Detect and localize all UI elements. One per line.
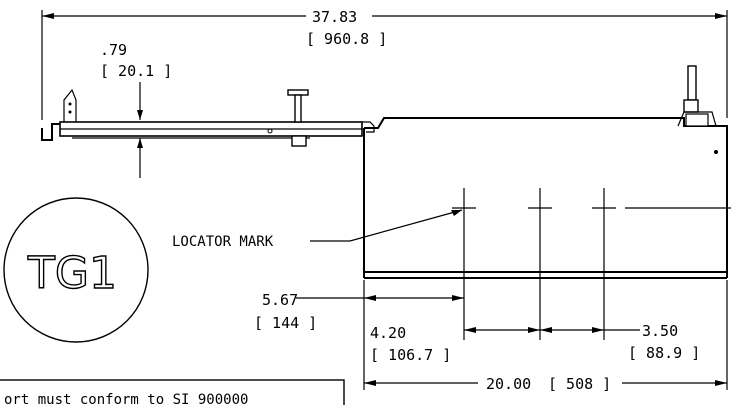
second-spacing-dimension: 3.50 [ 88.9 ] bbox=[540, 322, 700, 362]
note-frame bbox=[0, 379, 345, 405]
thickness-inches: .79 bbox=[100, 41, 127, 59]
tag-circle: TG1 bbox=[3, 197, 149, 343]
rail-bracket bbox=[63, 88, 77, 122]
enclosure bbox=[363, 65, 728, 279]
overall-dimension: 37.83 [ 960.8 ] bbox=[41, 8, 728, 120]
t-handle-base bbox=[291, 135, 307, 147]
thickness-millimeters: [ 20.1 ] bbox=[100, 62, 172, 80]
width-inches: 20.00 bbox=[486, 375, 531, 393]
second-spacing-millimeters: [ 88.9 ] bbox=[628, 344, 700, 362]
arrow-left-icon bbox=[364, 380, 376, 386]
locator-offset-dimension: 5.67 [ 144 ] bbox=[254, 280, 464, 390]
arrow-right-icon bbox=[592, 327, 604, 333]
second-spacing-inches: 3.50 bbox=[642, 322, 678, 340]
bracket-hole-icon bbox=[68, 102, 72, 106]
arrow-left-icon bbox=[464, 327, 476, 333]
latch-body bbox=[683, 99, 699, 113]
arrow-left-icon bbox=[364, 295, 376, 301]
rail-hole-icon bbox=[267, 128, 273, 134]
arrow-left-icon bbox=[540, 327, 552, 333]
thickness-dimension: .79 [ 20.1 ] bbox=[100, 41, 172, 178]
first-spacing-inches: 4.20 bbox=[370, 324, 406, 342]
enclosure-top-edge bbox=[364, 117, 728, 278]
enclosure-screw-icon bbox=[714, 150, 718, 154]
locator-arrow-icon bbox=[451, 210, 462, 216]
arrow-right-icon bbox=[528, 327, 540, 333]
note-text: ort must conform to SI 900000 bbox=[4, 392, 248, 405]
t-handle-top bbox=[287, 89, 309, 96]
first-spacing-dimension: 4.20 [ 106.7 ] bbox=[370, 324, 540, 364]
locator-marks: LOCATOR MARK bbox=[172, 188, 731, 340]
arrow-left-icon bbox=[42, 13, 54, 19]
t-handle-stem bbox=[294, 94, 302, 123]
arrow-up-icon bbox=[137, 138, 143, 148]
width-millimeters: [ 508 ] bbox=[548, 375, 611, 393]
tag-label: TG1 bbox=[27, 248, 117, 299]
arrow-right-icon bbox=[715, 13, 727, 19]
bracket-hole-icon bbox=[68, 110, 72, 114]
rail-hook bbox=[41, 123, 62, 141]
arrow-right-icon bbox=[715, 380, 727, 386]
overall-millimeters: [ 960.8 ] bbox=[306, 30, 387, 48]
note-box: ort must conform to SI 900000 bbox=[0, 379, 345, 405]
rail-arm bbox=[41, 88, 375, 147]
locator-offset-millimeters: [ 144 ] bbox=[254, 314, 317, 332]
tag-outline bbox=[3, 197, 149, 343]
arrow-right-icon bbox=[452, 295, 464, 301]
locator-leader-diag bbox=[349, 209, 463, 242]
rail-end-clip bbox=[362, 121, 375, 133]
arrow-down-icon bbox=[137, 110, 143, 120]
latch-lever bbox=[687, 65, 697, 101]
locator-offset-inches: 5.67 bbox=[262, 291, 298, 309]
first-spacing-millimeters: [ 106.7 ] bbox=[370, 346, 451, 364]
latch-plate bbox=[685, 113, 709, 127]
overall-inches: 37.83 bbox=[312, 8, 357, 26]
latch-base bbox=[677, 111, 717, 127]
width-dimension: 20.00 [ 508 ] bbox=[364, 280, 728, 393]
locator-mark-label: LOCATOR MARK bbox=[172, 234, 274, 250]
